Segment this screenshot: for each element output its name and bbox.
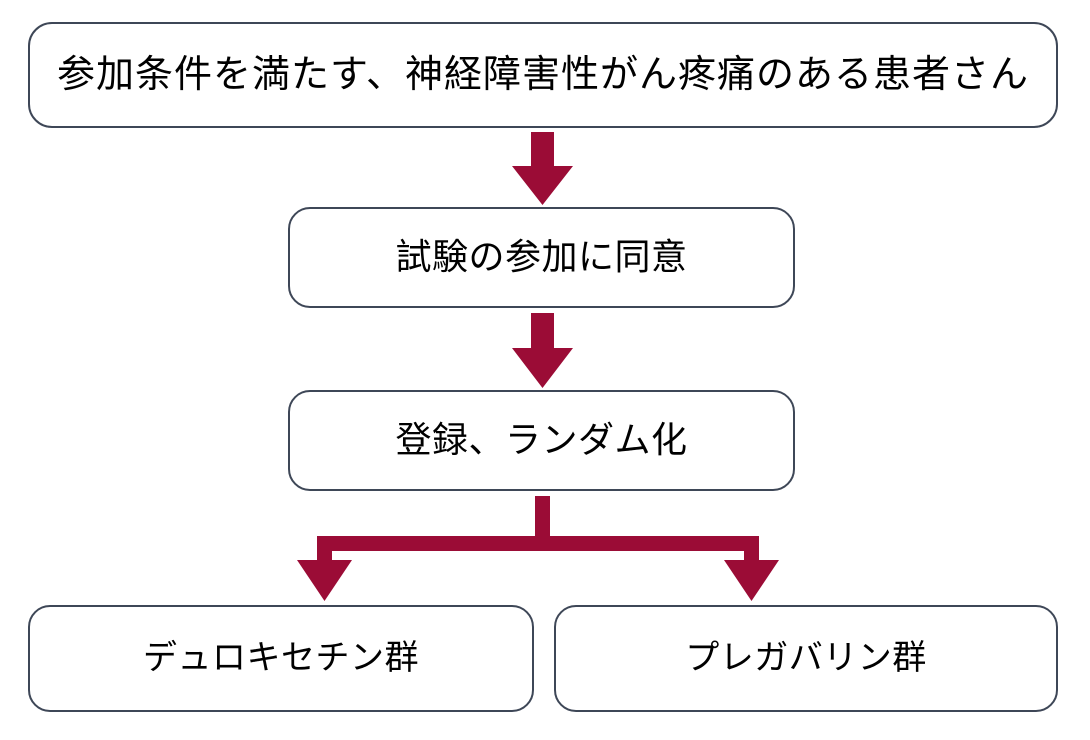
arrow-consent-to-randomize (512, 313, 573, 388)
node-trial-consent-label: 試験の参加に同意 (395, 236, 688, 278)
node-eligible-patients-label: 参加条件を満たす、神経障害性がん疼痛のある患者さん (57, 52, 1029, 97)
node-duloxetine-arm: デュロキセチン群 (28, 605, 534, 712)
node-pregabalin-arm: プレガバリン群 (554, 605, 1058, 712)
arrow-eligible-to-consent (512, 132, 573, 205)
node-duloxetine-arm-label: デュロキセチン群 (143, 637, 419, 678)
arrow-randomize-split (297, 496, 779, 601)
node-eligible-patients: 参加条件を満たす、神経障害性がん疼痛のある患者さん (28, 22, 1058, 128)
node-trial-consent: 試験の参加に同意 (288, 207, 795, 308)
node-enrollment-randomization-label: 登録、ランダム化 (395, 419, 688, 461)
node-pregabalin-arm-label: プレガバリン群 (685, 637, 927, 678)
node-enrollment-randomization: 登録、ランダム化 (288, 390, 795, 491)
